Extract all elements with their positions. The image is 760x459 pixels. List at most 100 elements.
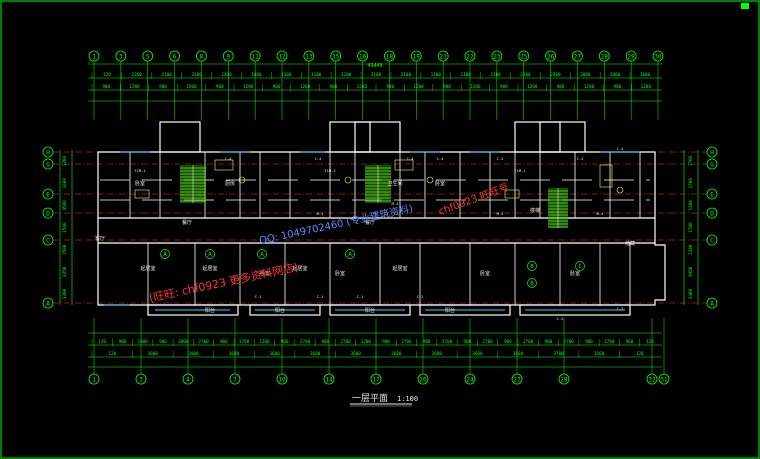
- dimension-value: 1200: [62, 155, 68, 166]
- room-label: 卧室: [480, 270, 490, 277]
- watermark-1: (旺旺: chf0923 更多资料网店): [148, 260, 300, 305]
- door-window-code: M-3: [497, 211, 504, 216]
- axis-number: 3: [139, 377, 143, 384]
- door-window-code: TLM-1: [514, 168, 526, 173]
- dimension-value: 2700: [239, 339, 250, 345]
- dimension-value: 3600: [472, 351, 483, 357]
- dimension-value: 1200: [413, 84, 424, 90]
- dimension-value: 2250: [62, 266, 68, 277]
- axis-number: 24: [466, 377, 474, 384]
- dimension-value: 2100: [401, 72, 412, 78]
- dimension-value: 3600: [351, 351, 362, 357]
- axis-number: 7: [233, 377, 237, 384]
- axis-bubble: [42, 234, 54, 246]
- axis-number: 6: [173, 54, 177, 61]
- axis-bubble: [42, 297, 54, 309]
- room-label: 起居室: [292, 265, 307, 272]
- axis-number: 25: [520, 54, 528, 61]
- dimension-value: 3600: [640, 72, 651, 78]
- dimension-value: 2200: [132, 72, 143, 78]
- dimension-value: 2000: [610, 72, 621, 78]
- door-window-code: C-4: [437, 156, 445, 161]
- dimension-value: 1200: [243, 84, 254, 90]
- dimension-value: 3700: [604, 339, 615, 345]
- fixtures: [134, 159, 624, 199]
- axis-letter: G: [710, 162, 714, 169]
- room-label: 卧室: [570, 270, 580, 277]
- axis-number: 23: [493, 54, 501, 61]
- door-window-code: C-2: [557, 316, 564, 321]
- dimension-value: 2300: [550, 72, 561, 78]
- axis-number: 20: [419, 377, 427, 384]
- stair-core-2: [365, 165, 391, 203]
- dimension-value: 1500: [62, 244, 68, 255]
- axis-number: 5: [146, 54, 150, 61]
- door-window-code: M-4: [597, 211, 605, 216]
- dimension-value: 2300: [490, 72, 501, 78]
- total-width-label: 49440: [367, 63, 382, 69]
- room-label: 卧室: [135, 180, 145, 187]
- axis-bubble: [706, 188, 718, 200]
- dimension-value: 1200: [584, 84, 595, 90]
- dimension-value: 900: [330, 84, 338, 90]
- axis-letter: H: [46, 150, 50, 157]
- axis-number: 1: [92, 377, 96, 384]
- door-window-code: C-1: [255, 294, 263, 299]
- dimension-value: 2700: [340, 339, 351, 345]
- axis-number: 8: [200, 54, 204, 61]
- dimension-value: 3600: [432, 351, 443, 357]
- axis-number: 30: [654, 54, 662, 61]
- axis-letter: D: [46, 211, 50, 218]
- dimension-value: 3600: [148, 351, 159, 357]
- dimension-value: 1200: [688, 244, 694, 255]
- room-label: 阳台: [275, 307, 285, 314]
- dimension-value: 1200: [641, 84, 652, 90]
- door-window-code: C-4: [577, 156, 585, 161]
- dimension-value: 900: [216, 84, 224, 90]
- axis-number: 4: [186, 377, 190, 384]
- dimension-value: 900: [423, 339, 431, 345]
- axis-letter: D: [710, 211, 714, 218]
- dimension-value: 3900: [188, 351, 199, 357]
- dimension-value: 2100: [371, 72, 382, 78]
- door-window-code: C-1: [417, 294, 425, 299]
- dimension-value: 2700: [401, 339, 412, 345]
- dimension-value: 2700: [198, 339, 209, 345]
- dimension-value: 900: [463, 339, 471, 345]
- door-window-code: M-3: [317, 211, 324, 216]
- room-label: 阳台: [365, 307, 375, 314]
- dimension-value: 900: [545, 339, 553, 345]
- dimension-value: 3300: [688, 288, 694, 299]
- dimension-value: 3600: [513, 351, 524, 357]
- unit-mark: C: [578, 264, 581, 270]
- dimension-value: 900: [504, 339, 512, 345]
- dimension-value: 120: [103, 72, 111, 78]
- room-label: 起居室: [392, 265, 407, 272]
- axis-number: 27: [513, 377, 521, 384]
- dimension-value: 900: [159, 339, 167, 345]
- dimension-value: 2000: [580, 72, 591, 78]
- dimension-value: 3300: [62, 288, 68, 299]
- axis-number: 13: [305, 54, 313, 61]
- dimension-value: 2800: [178, 339, 189, 345]
- dimension-value: 960: [626, 339, 634, 345]
- dimension-value: 1100: [311, 72, 322, 78]
- axis-bubble: [42, 188, 54, 200]
- unit-mark: A: [208, 252, 212, 258]
- unit-mark-circle: [575, 261, 585, 271]
- room-label: 阳台: [445, 307, 455, 314]
- room-label: 客厅: [95, 235, 105, 242]
- axis-number: 27: [574, 54, 582, 61]
- axis-number: 11: [252, 54, 260, 61]
- dimension-value: 2700: [564, 339, 575, 345]
- room-label: 阳台: [205, 307, 215, 314]
- side-dimensions: [59, 150, 699, 305]
- axis-bubble: [706, 234, 718, 246]
